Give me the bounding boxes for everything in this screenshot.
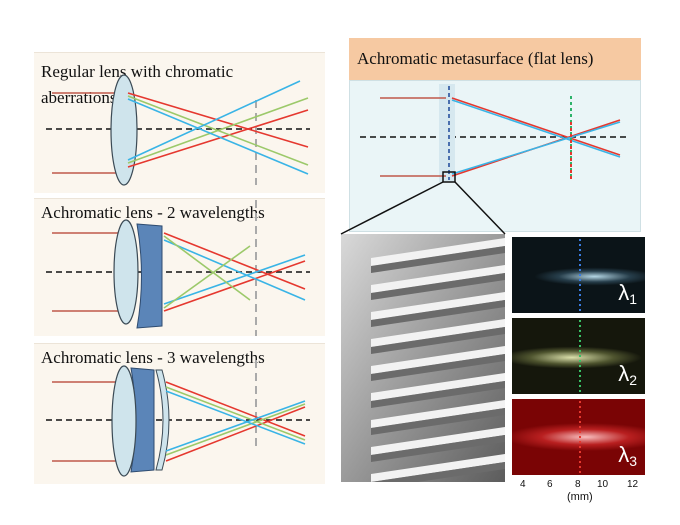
sem-fin-side — [371, 408, 505, 435]
sem-image — [341, 234, 505, 482]
sem-fin-side — [371, 381, 505, 408]
ray-red-top — [165, 381, 306, 437]
ray-blue-top — [451, 99, 621, 158]
sem-fin-top — [371, 400, 505, 428]
achromatic-2-title: Achromatic lens - 2 wavelengths — [41, 203, 265, 222]
sem-fin-side — [371, 462, 505, 482]
sem-fin-top — [371, 427, 505, 455]
achromatic-2-panel — [34, 198, 325, 336]
sem-fins — [341, 234, 505, 482]
regular-lens-rays — [46, 74, 310, 186]
sem-fin-top — [371, 265, 505, 293]
lambda3-label: λ3 — [618, 442, 637, 469]
sem-fin-side — [371, 246, 505, 273]
sem-fin-side — [371, 435, 505, 462]
achromatic-2-rays — [46, 200, 310, 336]
ray-blue-bottom — [165, 400, 306, 452]
ray-red-top — [127, 92, 309, 148]
ray-blue-bottom — [163, 254, 306, 305]
lambda1-label: λ1 — [618, 280, 637, 307]
axis-tick: 12 — [627, 479, 639, 490]
sem-fin-top — [371, 346, 505, 374]
sem-fin-top — [371, 373, 505, 401]
ray-red-bottom — [163, 260, 306, 312]
metasurface-title: Achromatic metasurface (flat lens) — [357, 49, 594, 68]
focal-spot-lambda1: λ1 — [512, 237, 645, 313]
ray-green-top — [163, 235, 251, 301]
concave-lens — [136, 223, 163, 329]
sem-fin-side — [371, 327, 505, 354]
achromatic-3-title: Achromatic lens - 3 wavelengths — [41, 348, 265, 367]
ray-green-bottom — [165, 403, 306, 456]
axis-tick: 4 — [520, 479, 526, 490]
ray-blue-top — [163, 239, 306, 301]
ray-red-top — [163, 232, 306, 290]
sem-fin-side — [371, 273, 505, 300]
convex-lens — [110, 74, 138, 186]
ray-blue-bottom — [451, 121, 621, 175]
regular-lens-panel — [34, 52, 325, 193]
zoom-box — [442, 171, 456, 183]
meniscus-lens — [155, 369, 170, 471]
ray-red-bottom — [127, 109, 309, 168]
sem-fin-top — [371, 238, 505, 266]
flat-lens-substrate — [439, 84, 455, 182]
metasurface-diagram — [349, 80, 641, 232]
sem-fin-top — [371, 319, 505, 347]
achromatic-3-rays — [46, 360, 310, 477]
axis-tick: 10 — [597, 479, 609, 490]
metasurface-rays — [340, 84, 628, 235]
focal-spot-lambda3: λ3 — [512, 399, 645, 475]
ray-blue-top — [165, 390, 306, 445]
ray-green-top — [165, 386, 306, 441]
convex-lens — [113, 219, 139, 325]
axis-unit: (mm) — [567, 491, 593, 503]
zoom-line-right — [454, 181, 506, 235]
focal-spot-lambda2: λ2 — [512, 318, 645, 394]
axis-tick: 6 — [547, 479, 553, 490]
ray-blue-top — [127, 98, 309, 175]
ray-blue-bottom — [127, 80, 301, 161]
ray-red-top — [451, 97, 621, 156]
sem-fin-side — [371, 354, 505, 381]
sem-fin-top — [371, 454, 505, 482]
ray-green-bottom — [127, 97, 309, 164]
ray-red-bottom — [165, 406, 306, 462]
lambda2-label: λ2 — [618, 361, 637, 388]
zoom-line-left — [340, 181, 444, 235]
ray-green-bottom — [163, 245, 251, 309]
metasurface-header: Achromatic metasurface (flat lens) — [349, 38, 641, 80]
axis-tick: 8 — [575, 479, 581, 490]
convex-lens — [111, 365, 137, 477]
regular-lens-title-line1: Regular lens with chromatic — [41, 62, 234, 81]
sem-fin-top — [371, 292, 505, 320]
sem-fin-side — [371, 300, 505, 327]
